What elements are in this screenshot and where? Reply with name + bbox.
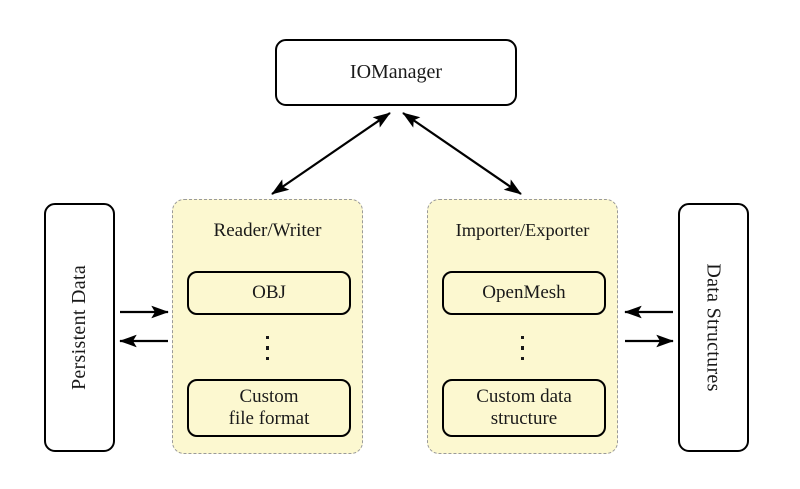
module-custom-data-structure[interactable]: Custom data structure <box>442 379 606 437</box>
io-manager-label: IOManager <box>349 61 443 83</box>
module-custom-file-format[interactable]: Custom file format <box>187 379 351 437</box>
ellipsis-dot <box>520 336 525 340</box>
ellipsis-dot <box>520 346 525 350</box>
data-structures-box[interactable]: Data Structures <box>678 203 749 452</box>
module-obj-label: OBJ <box>252 281 286 303</box>
persistent-data-label: Persistent Data <box>68 264 90 391</box>
panel-importer-exporter[interactable]: Importer/Exporter OpenMesh Custom data s… <box>427 199 618 454</box>
io-manager-box[interactable]: IOManager <box>275 39 517 106</box>
persistent-data-box[interactable]: Persistent Data <box>44 203 115 452</box>
ellipsis-dot <box>520 356 525 360</box>
ellipsis-dot <box>265 336 270 340</box>
connector-manager-importerexporter <box>402 112 522 195</box>
module-custom-data-structure-line1: Custom data <box>476 385 572 407</box>
module-custom-file-format-line1: Custom <box>239 385 299 407</box>
ellipsis-importer-exporter <box>428 326 617 370</box>
ellipsis-reader-writer <box>173 326 362 370</box>
module-custom-file-format-label: Custom file format <box>229 386 310 431</box>
panel-importer-exporter-title: Importer/Exporter <box>455 220 590 240</box>
module-obj[interactable]: OBJ <box>187 271 351 315</box>
module-openmesh-label: OpenMesh <box>482 281 566 303</box>
connector-manager-readerwriter <box>271 112 391 195</box>
module-custom-file-format-line2: file format <box>228 408 310 429</box>
module-custom-data-structure-line2: structure <box>490 408 558 429</box>
ellipsis-dot <box>265 356 270 360</box>
module-openmesh[interactable]: OpenMesh <box>442 271 606 315</box>
panel-reader-writer[interactable]: Reader/Writer OBJ Custom file format <box>172 199 363 454</box>
ellipsis-dot <box>265 346 270 350</box>
data-structures-label: Data Structures <box>703 263 726 392</box>
module-custom-data-structure-label: Custom data structure <box>476 386 572 431</box>
panel-reader-writer-title: Reader/Writer <box>213 220 322 241</box>
